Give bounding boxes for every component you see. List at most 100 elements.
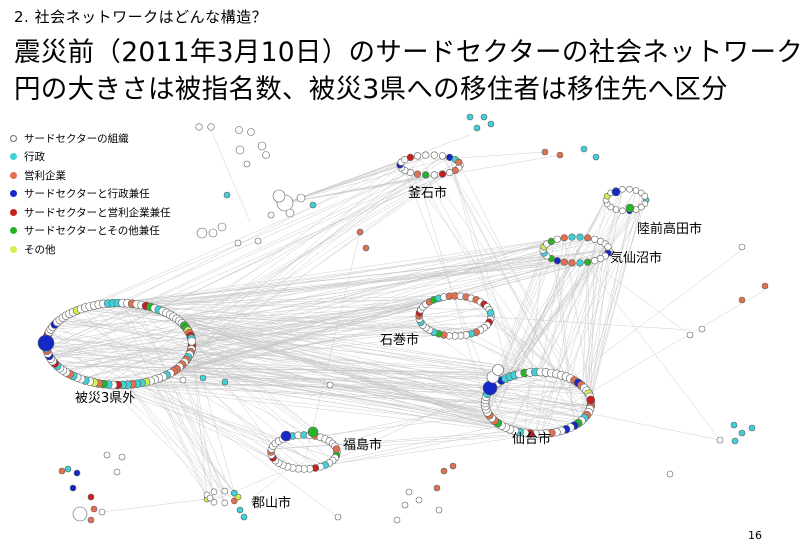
network-edge <box>47 353 502 426</box>
network-edge <box>136 304 498 424</box>
network-node <box>560 234 568 242</box>
network-node-isolated <box>254 237 262 245</box>
network-edge <box>181 364 591 407</box>
network-edge <box>584 241 601 389</box>
network-edge <box>46 170 456 351</box>
network-edge <box>334 373 557 447</box>
network-node-isolated <box>405 488 413 496</box>
network-edge <box>189 354 488 413</box>
network-edge <box>108 384 520 433</box>
cluster-label-koriyama: 郡山市 <box>252 495 291 511</box>
legend-item: サードセクターと営利企業兼任 <box>10 203 171 222</box>
network-node-isolated <box>334 513 342 521</box>
network-edge <box>50 296 467 330</box>
network-node-isolated <box>235 126 243 134</box>
legend-label: サードセクターとその他兼任 <box>24 225 160 238</box>
network-edge <box>460 335 541 373</box>
network-node <box>637 203 645 211</box>
network-node-isolated <box>199 374 207 382</box>
legend-item: 営利企業 <box>10 166 171 185</box>
network-edge <box>575 249 721 441</box>
network-edge <box>54 324 276 461</box>
network-node <box>446 169 454 177</box>
network-node <box>576 259 584 267</box>
network-node-isolated <box>466 113 474 121</box>
network-node-large <box>482 380 498 396</box>
network-node-isolated <box>207 123 215 131</box>
cluster-label-kesennuma: 気仙沼市 <box>610 250 662 266</box>
network-node <box>231 489 238 497</box>
network-node <box>568 259 576 267</box>
cluster-label-ishinomaki: 石巻市 <box>380 332 419 348</box>
network-edge <box>162 376 541 435</box>
network-node-isolated <box>98 508 106 516</box>
network-node <box>584 258 592 266</box>
legend-item: サードセクターの組織 <box>10 129 171 148</box>
network-edge <box>537 402 721 441</box>
network-edge <box>284 157 450 204</box>
network-node-isolated <box>90 505 98 513</box>
network-node-isolated <box>449 462 457 470</box>
network-node <box>584 234 592 242</box>
network-node-isolated <box>251 497 259 505</box>
network-edge <box>460 296 562 376</box>
network-edge <box>459 164 567 377</box>
network-node-isolated <box>257 141 267 151</box>
network-node <box>438 170 447 178</box>
network-edge <box>475 315 691 331</box>
network-edge <box>122 302 439 335</box>
network-edge <box>50 296 444 359</box>
network-node-isolated <box>196 227 208 239</box>
network-edge <box>480 301 582 421</box>
cluster-label-kamaishi: 釜石市 <box>408 185 447 201</box>
network-node-isolated <box>580 145 588 153</box>
legend-swatch <box>10 245 17 253</box>
network-edge <box>162 376 215 492</box>
network-edge <box>108 170 405 385</box>
network-node-isolated <box>103 451 111 459</box>
network-edge <box>179 320 541 435</box>
network-edge <box>284 154 435 204</box>
network-edge <box>417 173 536 373</box>
network-node-isolated <box>179 376 187 384</box>
network-edge <box>49 327 485 357</box>
network-node-isolated <box>267 211 275 219</box>
network-node-large <box>307 426 319 438</box>
network-node-isolated <box>223 191 231 199</box>
network-edge <box>304 231 361 461</box>
network-node <box>406 153 415 161</box>
legend-swatch <box>10 153 17 161</box>
network-edge <box>284 134 471 204</box>
cluster-label-rikuzentakata: 陸前高田市 <box>637 221 702 237</box>
network-edge <box>449 172 582 421</box>
network-edge <box>425 174 536 373</box>
network-edge <box>491 196 608 419</box>
network-edge <box>514 237 581 376</box>
network-edge <box>50 329 215 492</box>
network-edge <box>179 366 515 432</box>
network-edge <box>122 302 525 434</box>
network-node-isolated <box>666 470 674 478</box>
network-node <box>619 185 626 193</box>
network-edge <box>551 241 575 426</box>
network-node <box>221 487 229 495</box>
network-node <box>413 170 422 178</box>
network-node-isolated <box>87 493 95 501</box>
network-edge <box>489 322 575 381</box>
network-node-isolated <box>272 189 286 203</box>
network-node-large <box>492 364 504 376</box>
network-edge <box>179 366 235 501</box>
network-edge <box>132 246 545 304</box>
legend-item: 行政 <box>10 148 171 167</box>
network-edge <box>158 318 420 379</box>
network-edge <box>449 157 511 377</box>
network-node-isolated <box>716 436 724 444</box>
network-edge <box>132 384 591 407</box>
network-node-isolated <box>748 424 756 432</box>
network-edge <box>509 189 623 430</box>
network-edge <box>557 260 575 426</box>
network-edge <box>581 262 588 421</box>
network-edge <box>497 243 548 383</box>
network-node-isolated <box>262 151 270 159</box>
network-node-isolated <box>473 124 481 132</box>
